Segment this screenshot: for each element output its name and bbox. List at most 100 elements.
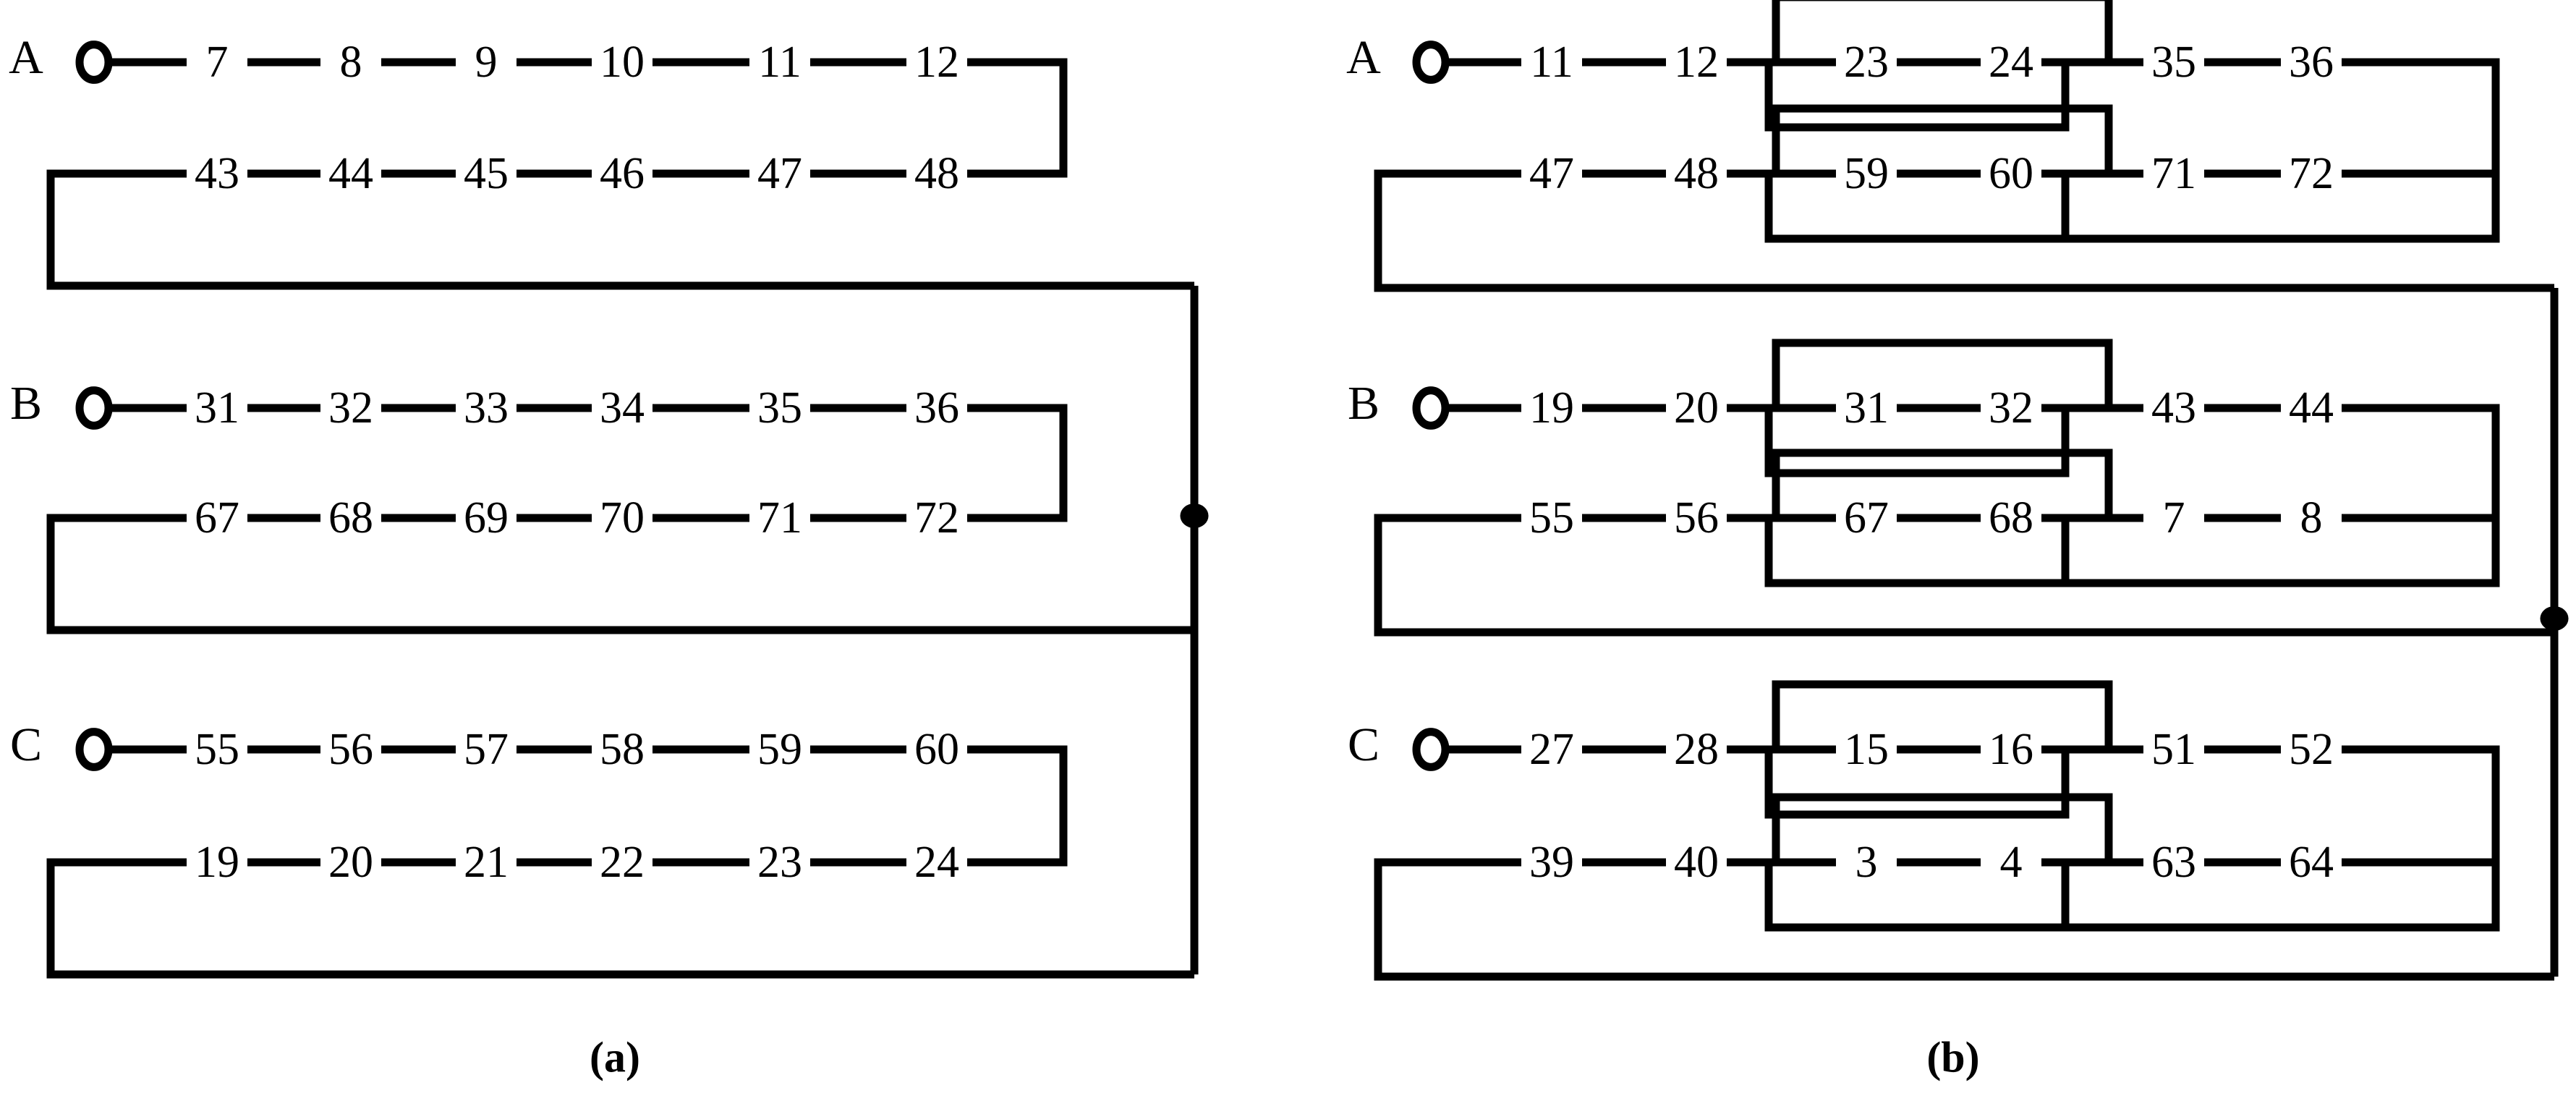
wrap-right <box>2342 58 2500 243</box>
node-c-upper-55: 55 <box>190 727 244 772</box>
node-c-lower-40: 40 <box>1670 840 1723 885</box>
node-a-lower-72: 72 <box>2284 151 2338 196</box>
chain-exit-bus <box>1374 514 2554 637</box>
node-b-upper-19: 19 <box>1525 386 1578 430</box>
junction-dot <box>2540 606 2569 631</box>
node-b-lower-67: 67 <box>190 496 244 540</box>
node-b-lower-68: 68 <box>324 496 378 540</box>
node-a-upper-35: 35 <box>2147 40 2201 85</box>
chain-exit-bus <box>46 858 1194 979</box>
node-b-lower-55: 55 <box>1525 496 1578 540</box>
panel-caption-b: (b) <box>1926 1033 1980 1082</box>
bridge-over <box>1727 104 2113 178</box>
chain-exit-bus <box>1374 858 2554 981</box>
bridge-under <box>1764 58 2143 132</box>
node-c-lower-24: 24 <box>910 840 964 885</box>
node-a-lower-47: 47 <box>1525 151 1578 196</box>
bridge-under <box>1764 404 2143 477</box>
node-c-lower-39: 39 <box>1525 840 1578 885</box>
node-a-upper-24: 24 <box>1984 40 2038 85</box>
wrap-right <box>967 745 1068 867</box>
node-c-upper-28: 28 <box>1670 727 1723 772</box>
node-c-lower-3: 3 <box>1850 840 1882 885</box>
wrap-lower <box>1769 514 2500 587</box>
node-a-lower-60: 60 <box>1984 151 2038 196</box>
chain-label-a: A <box>1346 31 1381 84</box>
node-c-lower-23: 23 <box>753 840 807 885</box>
bridge-under <box>1764 858 2143 932</box>
node-a-upper-10: 10 <box>595 40 649 85</box>
node-a-lower-44: 44 <box>324 151 378 196</box>
junction-dot <box>1180 503 1209 528</box>
node-a-upper-23: 23 <box>1840 40 1893 85</box>
node-a-lower-71: 71 <box>2147 151 2201 196</box>
node-a-upper-12: 12 <box>910 40 964 85</box>
chain-terminal-a <box>75 41 113 84</box>
node-b-lower-72: 72 <box>910 496 964 540</box>
wrap-right <box>967 404 1068 522</box>
node-b-upper-44: 44 <box>2284 386 2338 430</box>
bridge-over <box>1727 793 2113 867</box>
node-c-upper-15: 15 <box>1840 727 1893 772</box>
bridge-over <box>1727 0 2113 67</box>
node-c-upper-16: 16 <box>1984 727 2038 772</box>
chain-label-a: A <box>9 31 43 84</box>
node-c-lower-64: 64 <box>2284 840 2338 885</box>
node-a-lower-45: 45 <box>459 151 513 196</box>
node-b-lower-70: 70 <box>595 496 649 540</box>
node-b-lower-68: 68 <box>1984 496 2038 540</box>
chain-exit-bus <box>1374 169 2554 292</box>
chain-terminal-b <box>1412 386 1450 430</box>
node-b-lower-8: 8 <box>2295 496 2327 540</box>
chain-label-c: C <box>1347 718 1380 771</box>
node-a-upper-12: 12 <box>1670 40 1723 85</box>
node-c-lower-4: 4 <box>1995 840 2027 885</box>
node-b-lower-71: 71 <box>753 496 807 540</box>
bridge-under <box>1764 169 2143 243</box>
node-b-upper-31: 31 <box>1840 386 1893 430</box>
chain-terminal-b <box>75 386 113 430</box>
node-b-lower-7: 7 <box>2158 496 2190 540</box>
wrap-lower <box>1769 858 2500 932</box>
node-c-upper-51: 51 <box>2147 727 2201 772</box>
node-b-upper-32: 32 <box>1984 386 2038 430</box>
node-b-upper-43: 43 <box>2147 386 2201 430</box>
chain-label-b: B <box>1347 377 1380 430</box>
bridge-over <box>1727 339 2113 412</box>
node-c-lower-20: 20 <box>324 840 378 885</box>
chain-label-b: B <box>9 377 43 430</box>
node-a-lower-43: 43 <box>190 151 244 196</box>
chain-terminal-c <box>1412 728 1450 771</box>
node-c-lower-63: 63 <box>2147 840 2201 885</box>
node-b-upper-36: 36 <box>910 386 964 430</box>
node-a-upper-9: 9 <box>470 40 502 85</box>
node-c-upper-27: 27 <box>1525 727 1578 772</box>
chain-label-c: C <box>9 718 43 771</box>
node-c-upper-57: 57 <box>459 727 513 772</box>
node-a-lower-48: 48 <box>1670 151 1723 196</box>
node-a-upper-11: 11 <box>1526 40 1578 85</box>
chain-exit-bus <box>46 169 1194 290</box>
wrap-right <box>2342 745 2500 932</box>
bridge-under <box>1764 514 2143 587</box>
node-b-upper-32: 32 <box>324 386 378 430</box>
node-c-upper-52: 52 <box>2284 727 2338 772</box>
node-c-lower-19: 19 <box>190 840 244 885</box>
node-b-upper-20: 20 <box>1670 386 1723 430</box>
node-c-lower-22: 22 <box>595 840 649 885</box>
node-a-upper-11: 11 <box>754 40 806 85</box>
node-c-upper-59: 59 <box>753 727 807 772</box>
bridge-over <box>1727 680 2113 754</box>
wrap-right <box>2342 404 2500 587</box>
node-a-lower-46: 46 <box>595 151 649 196</box>
node-c-upper-58: 58 <box>595 727 649 772</box>
wrap-lower <box>1769 169 2500 243</box>
node-c-lower-21: 21 <box>459 840 513 885</box>
chain-terminal-a <box>1412 41 1450 84</box>
node-b-lower-69: 69 <box>459 496 513 540</box>
node-b-upper-34: 34 <box>595 386 649 430</box>
node-b-upper-31: 31 <box>190 386 244 430</box>
node-a-upper-8: 8 <box>335 40 367 85</box>
